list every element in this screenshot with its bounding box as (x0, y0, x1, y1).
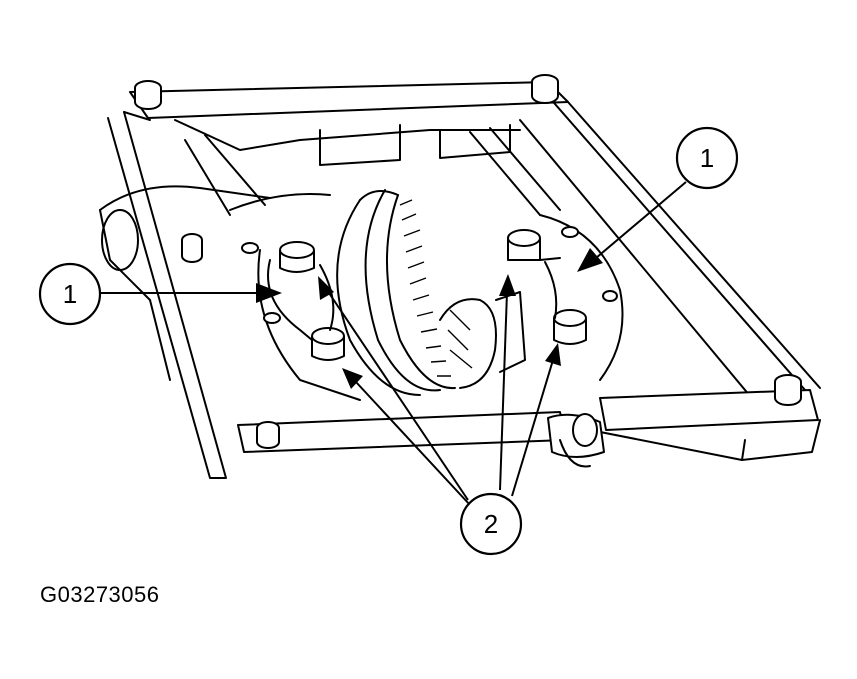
callout-1-left: 1 (38, 262, 102, 326)
bolt-left-upper (279, 241, 315, 273)
callout-2-label: 2 (484, 509, 498, 539)
bolt-right-upper (507, 229, 561, 261)
bearing-cap-bolts (267, 229, 587, 361)
callout-leaders (100, 181, 687, 506)
figure-id-label: G03273056 (40, 582, 160, 607)
adjuster-stub (547, 413, 605, 468)
bolt-right-lower (553, 309, 587, 345)
bolt-left-lower (311, 327, 345, 361)
callout-1-right: 1 (675, 126, 739, 190)
differential-housing (99, 185, 624, 401)
ring-gear (336, 189, 526, 396)
callout-1-right-label: 1 (700, 143, 714, 173)
callout-1-left-label: 1 (63, 279, 77, 309)
callout-2: 2 (459, 492, 523, 556)
fixture-frame (107, 74, 821, 479)
